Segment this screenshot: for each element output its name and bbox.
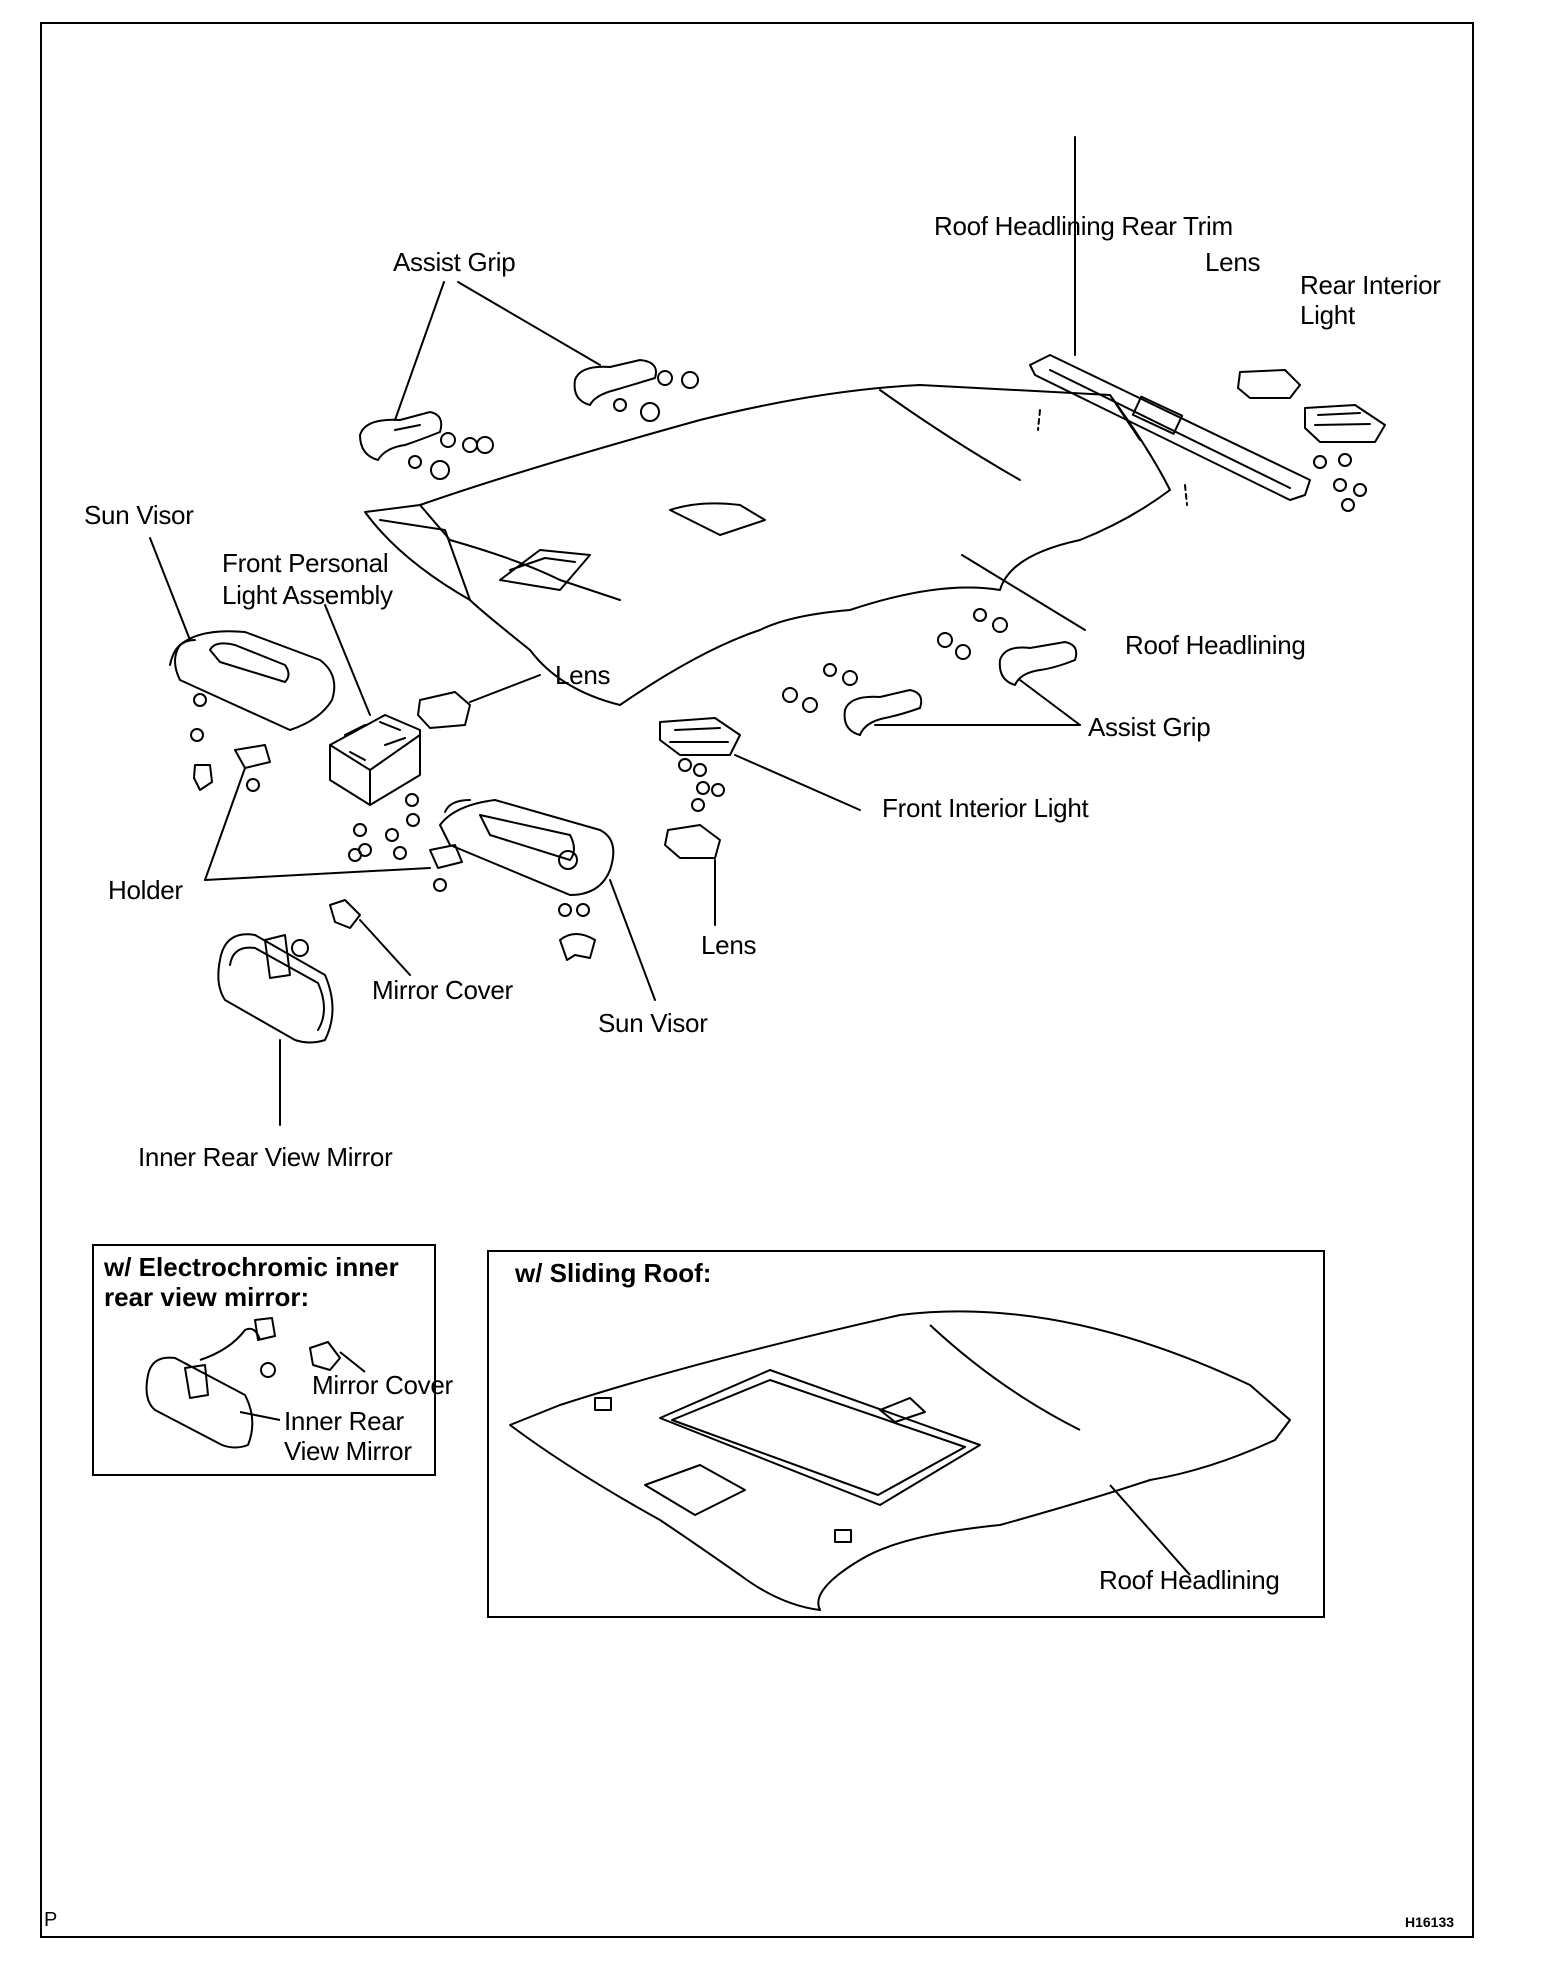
lens-front-personal-shape bbox=[418, 692, 470, 728]
rear-lens-shape bbox=[1238, 370, 1300, 398]
label-inner-rear-view-mirror: Inner Rear View Mirror bbox=[138, 1142, 393, 1172]
label-roof-headlining-rear-trim: Roof Headlining Rear Trim bbox=[934, 211, 1233, 241]
assist-grip-top-right-shape bbox=[575, 360, 656, 405]
inset-label-roof-headlining: Roof Headlining bbox=[1099, 1565, 1280, 1595]
label-front-personal-light-assembly: Front Personal Light Assembly bbox=[222, 548, 393, 610]
front-interior-light-shape bbox=[660, 718, 740, 755]
inset-electrochromic-mirror: w/ Electrochromic inner rear view mirror… bbox=[92, 1244, 453, 1476]
inset-label-inner-rear-view-mirror: Inner Rear View Mirror bbox=[284, 1406, 412, 1466]
inset-label-mirror-cover: Mirror Cover bbox=[312, 1370, 453, 1400]
assist-grip-right-lower-shape bbox=[845, 690, 922, 735]
sunroof-opening-shape bbox=[660, 1370, 980, 1505]
inset-sliding-roof: w/ Sliding Roof: Roof Headlining bbox=[487, 1250, 1325, 1618]
mirror-cover-shape bbox=[330, 900, 360, 928]
label-rear-interior-light: Rear Interior Light bbox=[1300, 270, 1441, 330]
label-lens-front-personal: Lens bbox=[555, 660, 611, 690]
inset-electrochromic-title: w/ Electrochromic inner rear view mirror… bbox=[104, 1252, 399, 1312]
assist-grip-right-upper-shape bbox=[1000, 642, 1076, 685]
inset-sliding-roof-headlining-shape bbox=[510, 1311, 1290, 1610]
roof-headlining-shape bbox=[365, 385, 1170, 705]
label-lens-rear: Lens bbox=[1205, 247, 1261, 277]
label-roof-headlining: Roof Headlining bbox=[1125, 630, 1306, 660]
rear-interior-light-shape bbox=[1305, 405, 1385, 442]
sun-visor-left-shape bbox=[175, 631, 334, 730]
rear-screws bbox=[1314, 454, 1366, 511]
assist-grip-top-left-shape bbox=[360, 412, 441, 460]
label-assist-grip-top: Assist Grip bbox=[393, 247, 516, 277]
label-front-interior-light: Front Interior Light bbox=[882, 793, 1089, 823]
sun-visor-right-shape bbox=[440, 800, 613, 895]
label-sun-visor-right: Sun Visor bbox=[598, 1008, 708, 1038]
front-personal-light-shape bbox=[330, 715, 420, 805]
diagram-frame bbox=[40, 22, 1474, 1938]
label-sun-visor-left: Sun Visor bbox=[84, 500, 194, 530]
inset-mirror-cover-shape bbox=[310, 1342, 340, 1370]
rear-trim-shape bbox=[1030, 355, 1310, 500]
inset-sliding-roof-title: w/ Sliding Roof: bbox=[515, 1258, 712, 1288]
label-holder: Holder bbox=[108, 875, 183, 905]
label-assist-grip-right: Assist Grip bbox=[1088, 712, 1211, 742]
label-mirror-cover: Mirror Cover bbox=[372, 975, 513, 1005]
page-mark: P bbox=[44, 1909, 58, 1931]
inset-mirror-shape bbox=[147, 1358, 253, 1448]
label-lens-front-interior: Lens bbox=[701, 930, 757, 960]
lens-front-interior-shape bbox=[665, 825, 720, 858]
figure-code: H16133 bbox=[1405, 1914, 1455, 1930]
inner-rear-view-mirror-shape bbox=[218, 934, 332, 1042]
